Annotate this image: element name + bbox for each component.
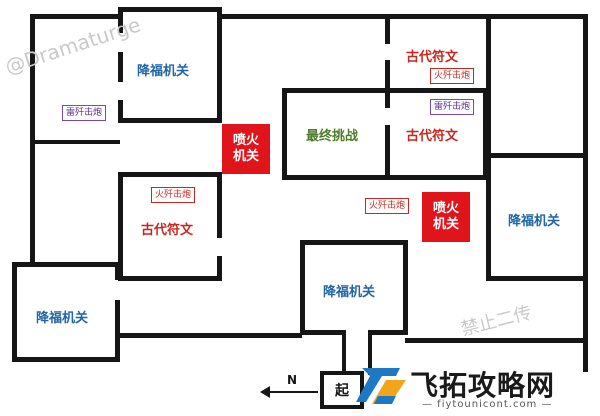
wall (12, 357, 120, 362)
north-label: N (287, 373, 298, 387)
brand-name: 飞拓攻略网 (410, 369, 556, 402)
room-right-side-label: 降福机关 (508, 214, 561, 229)
thunder-cannon-tag-right: 雷歼击炮 (430, 99, 475, 115)
wall (118, 333, 302, 338)
wall (118, 52, 123, 82)
wall (118, 7, 222, 12)
brand-url: — fiytounicont.com — (422, 399, 553, 410)
wall (220, 14, 588, 19)
flame-trap-left-label: 喷火 机关 (232, 133, 259, 164)
wall (300, 240, 408, 245)
wall (385, 125, 390, 180)
wall (368, 330, 408, 335)
door (118, 33, 123, 52)
wall (282, 88, 287, 180)
no-repost-watermark: 禁止二传 (458, 302, 534, 341)
wall (118, 7, 123, 33)
start-label: 起 (335, 383, 349, 399)
wall (483, 88, 488, 180)
room-middle-right-label: 古代符文 (406, 129, 459, 144)
start-marker: 起 (320, 371, 364, 409)
wall (118, 172, 123, 280)
wall (217, 172, 222, 238)
wall (118, 172, 222, 177)
wall (486, 276, 586, 281)
room-top-right-label: 古代符文 (406, 50, 459, 65)
wall (405, 338, 588, 343)
wall (217, 256, 222, 280)
wall (12, 262, 17, 362)
wall (583, 14, 588, 372)
north-arrow-icon (260, 384, 320, 398)
wall (385, 60, 390, 93)
wall (12, 262, 120, 267)
room-final-challenge-label: 最终挑战 (306, 129, 359, 144)
wall (30, 14, 120, 19)
wall (368, 330, 372, 375)
wall (403, 240, 408, 335)
wall (30, 140, 120, 144)
wall (217, 7, 222, 122)
wall (300, 240, 305, 335)
flame-trap-left: 喷火 机关 (222, 124, 270, 174)
room-left-lower-label: 古代符文 (141, 223, 194, 238)
wall (115, 262, 120, 280)
wall (300, 330, 342, 335)
flame-trap-right-label: 喷火 机关 (432, 201, 459, 232)
wall (118, 118, 222, 123)
wall (486, 14, 491, 158)
wall (385, 14, 390, 44)
wall (118, 276, 222, 281)
room-bottom-center-label: 降福机关 (323, 285, 376, 300)
wall (486, 153, 586, 158)
wall (385, 88, 390, 108)
flame-trap-right: 喷火 机关 (422, 192, 470, 242)
wall (118, 100, 123, 123)
room-top-left-label: 降福机关 (137, 64, 190, 79)
fire-cannon-tag-center: 火歼击炮 (365, 198, 410, 214)
thunder-cannon-tag-left: 雷歼击炮 (62, 105, 107, 121)
wall (342, 330, 346, 375)
fire-cannon-tag-top-right: 火歼击炮 (430, 68, 475, 84)
wall (115, 300, 120, 362)
brand-logo-icon (356, 362, 408, 408)
room-bottom-left-label: 降福机关 (36, 311, 89, 326)
fire-cannon-tag-lower-left: 火歼击炮 (151, 187, 196, 203)
wall (30, 14, 35, 262)
wall (486, 153, 491, 281)
